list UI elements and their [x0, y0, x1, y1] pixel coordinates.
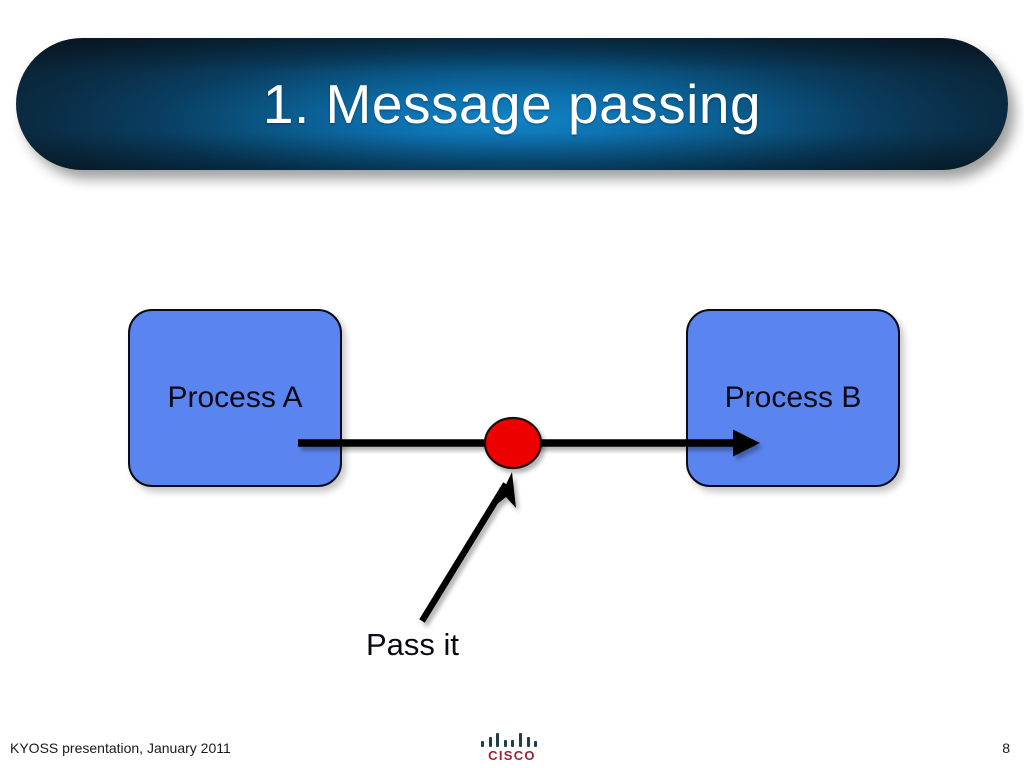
cisco-bar	[534, 741, 538, 747]
cisco-logo: CISCO	[478, 733, 546, 765]
pass-it-label: Pass it	[366, 627, 460, 662]
cisco-bar	[496, 733, 500, 747]
process-b-label: Process B	[724, 381, 862, 414]
cisco-bar	[511, 740, 515, 747]
slide-title-banner: 1. Message passing	[16, 38, 1008, 170]
arrow-pass-it	[419, 472, 516, 623]
page-title: 1. Message passing	[262, 72, 762, 135]
process-a-label: Process A	[167, 381, 303, 414]
cisco-bar	[526, 737, 530, 747]
cisco-bar	[481, 741, 484, 747]
process-b-box: Process B	[686, 309, 900, 487]
message-dot	[483, 416, 543, 470]
cisco-bar	[503, 740, 507, 747]
cisco-bar	[519, 733, 522, 747]
footer-presentation-info: KYOSS presentation, January 2011	[10, 740, 231, 756]
page-number: 8	[1002, 740, 1010, 756]
cisco-bars-icon	[481, 733, 543, 747]
cisco-wordmark: CISCO	[488, 748, 536, 763]
process-a-box: Process A	[128, 309, 342, 487]
cisco-bar	[488, 737, 492, 747]
